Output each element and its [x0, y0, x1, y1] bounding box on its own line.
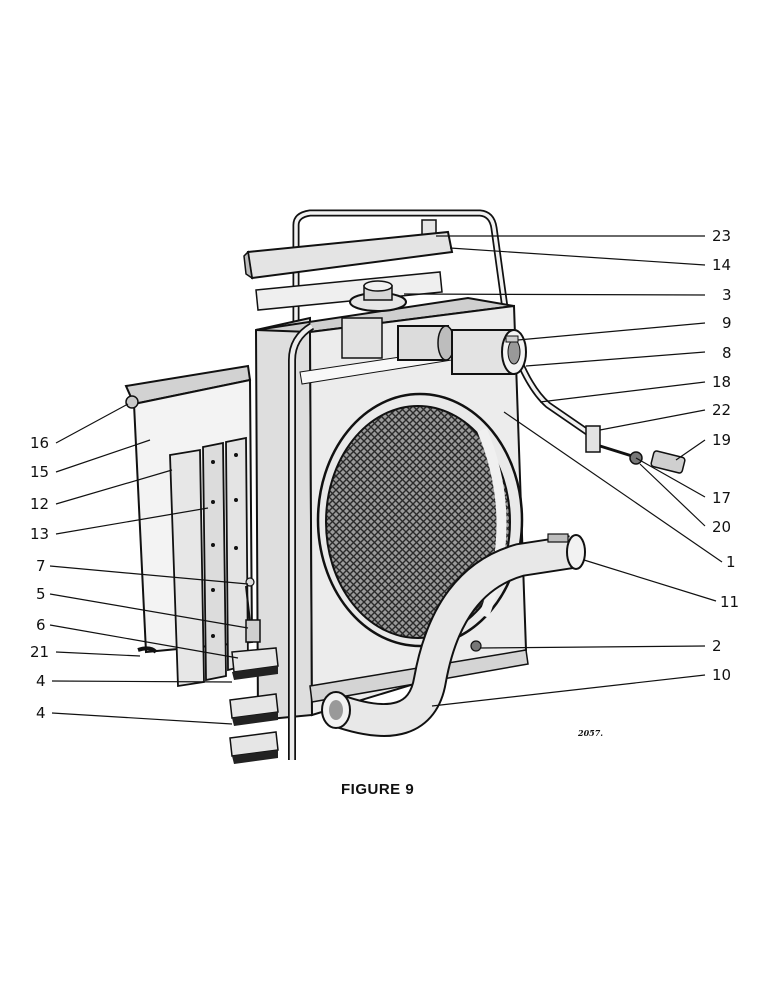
callout-4b: 4 — [36, 704, 46, 722]
top-cowl-panel — [243, 230, 454, 311]
callout-21: 21 — [30, 643, 49, 661]
callout-10: 10 — [712, 666, 731, 684]
callout-22: 22 — [712, 401, 731, 419]
filler-cap — [349, 280, 407, 312]
callout-3: 3 — [722, 286, 732, 304]
side-stay-rod — [288, 322, 315, 760]
callout-14: 14 — [712, 256, 731, 274]
leader-lines — [49, 235, 723, 725]
callout-17: 17 — [712, 489, 731, 507]
callout-20: 20 — [712, 518, 731, 536]
callout-2: 2 — [712, 637, 722, 655]
side-plates — [169, 436, 249, 688]
drawing-ref-number: 2057. — [577, 728, 603, 738]
bottom-hose — [321, 533, 586, 737]
callout-7: 7 — [36, 557, 46, 575]
callout-12: 12 — [30, 495, 49, 513]
callout-6: 6 — [36, 616, 46, 634]
callout-13: 13 — [30, 525, 49, 543]
top-hose — [397, 325, 527, 375]
callout-9: 9 — [722, 314, 732, 332]
callout-labels: 23 14 3 9 8 18 22 19 17 20 1 11 2 10 16 … — [30, 227, 739, 722]
radiator-core — [316, 392, 524, 648]
figure-caption: FIGURE 9 — [341, 781, 414, 798]
mounting-pads — [137, 577, 279, 764]
callout-4a: 4 — [36, 672, 46, 690]
callout-1: 1 — [726, 553, 736, 571]
temperature-bulb-fitting — [585, 425, 686, 474]
callout-16: 16 — [30, 434, 49, 452]
callout-8: 8 — [722, 344, 732, 362]
callout-23: 23 — [712, 227, 731, 245]
callout-18: 18 — [712, 373, 731, 391]
callout-5: 5 — [36, 585, 46, 603]
callout-11: 11 — [720, 593, 739, 611]
callout-19: 19 — [712, 431, 731, 449]
callout-15: 15 — [30, 463, 49, 481]
